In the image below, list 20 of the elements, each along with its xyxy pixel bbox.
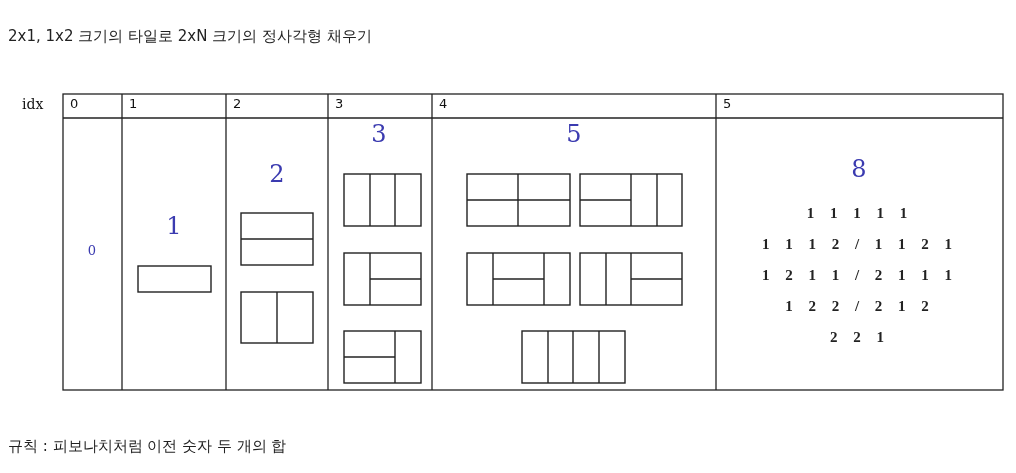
tiling-count: 3	[371, 120, 387, 148]
row-header: idx	[22, 96, 44, 112]
column-index: 1	[129, 96, 138, 111]
rule-note: 규칙 : 피보나치처럼 이전 숫자 두 개의 합	[8, 437, 287, 456]
column-index: 4	[439, 96, 448, 111]
column-index: 3	[335, 96, 344, 111]
title: 2x1, 1x2 크기의 타일로 2xN 크기의 정사각형 채우기	[8, 27, 372, 46]
tiling-sequence: 1 2 2 / 2 1 2	[785, 298, 933, 315]
tiling-count: 2	[269, 160, 285, 188]
tiling-count: 8	[851, 155, 867, 183]
tiling-count: 1	[166, 212, 182, 240]
column-index: 2	[233, 96, 242, 111]
tiling-sequence: 1 1 1 1 1	[806, 205, 912, 222]
tiling-count: 5	[566, 120, 582, 148]
tiling-sequence: 1 2 1 1 / 2 1 1 1	[761, 267, 957, 284]
column-index: 0	[70, 96, 79, 111]
column-index: 5	[723, 96, 732, 111]
tiling-sequence: 1 1 1 2 / 1 1 2 1	[761, 236, 957, 253]
tiling-sequence: 2 2 1	[830, 329, 888, 346]
tiling-count: 0	[87, 243, 97, 258]
